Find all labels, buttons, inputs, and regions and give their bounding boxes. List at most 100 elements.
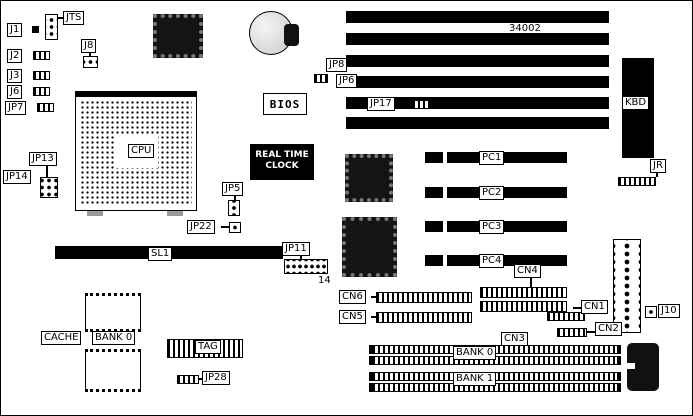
pci-slot-2-seg-b [447, 187, 567, 198]
leader-jp28 [199, 378, 202, 380]
label-pc1: PC1 [479, 151, 505, 165]
part-number-text: 34002 [509, 23, 541, 34]
label-jp17: JP17 [367, 97, 395, 111]
label-pc4: PC4 [479, 254, 505, 268]
connector-cn1 [547, 312, 585, 321]
leader-cn4 [530, 278, 532, 287]
chip-mid-2 [342, 217, 397, 277]
label-jp22: JP22 [187, 220, 215, 234]
label-cn3: CN3 [501, 332, 528, 346]
rtc-label-line1: REAL TIME [255, 150, 309, 160]
label-cn4: CN4 [514, 264, 541, 278]
keyboard-din-notch [627, 363, 635, 369]
chip-top [153, 14, 203, 58]
isa-slot-2 [346, 33, 609, 45]
cpu-socket-top-edge [76, 92, 196, 97]
isa-slot-4 [346, 76, 609, 88]
connector-jp11 [284, 259, 328, 274]
leader-jp5 [234, 196, 236, 200]
leader-jp13 [46, 166, 48, 177]
label-jp8: JP8 [326, 58, 348, 72]
connector-cn2 [557, 328, 587, 337]
leader-cn6 [371, 296, 376, 298]
cpu-socket-tab-right [167, 211, 183, 216]
label-j6: J6 [7, 85, 23, 99]
leader-jp11 [300, 256, 302, 259]
jp11-pin-count-text: 14 [318, 275, 331, 286]
label-tag: TAG [195, 340, 221, 354]
connector-j2 [33, 51, 50, 60]
label-jp5: JP5 [222, 182, 244, 196]
isa-slot-6 [346, 117, 609, 129]
pci-slot-4-seg-a [425, 255, 443, 266]
connector-jp28 [177, 375, 199, 384]
label-j10: J10 [658, 304, 680, 318]
connector-jp8 [314, 74, 328, 83]
label-jp28: JP28 [202, 371, 230, 385]
leader-j8 [89, 52, 91, 56]
pci-slot-2-seg-a [425, 187, 443, 198]
leader-jp22 [221, 226, 229, 228]
label-jp14: JP14 [3, 170, 31, 184]
label-bank1-simm: BANK 1 [453, 372, 497, 386]
bios-chip: BIOS [263, 93, 307, 115]
connector-jp22 [229, 222, 241, 233]
cache-chip-2 [85, 349, 141, 392]
chip-mid-1 [345, 154, 393, 202]
leader-jts [57, 17, 63, 19]
connector-cn6 [376, 292, 472, 303]
connector-jp7 [37, 103, 54, 112]
connector-j8 [83, 56, 98, 68]
pci-slot-3-seg-b [447, 221, 567, 232]
label-bank0-cache: BANK 0 [92, 331, 136, 345]
connector-jts [45, 14, 58, 40]
leader-jp17 [405, 103, 412, 105]
connector-jp17 [412, 100, 429, 109]
leader-cn5 [371, 316, 376, 318]
cpu-socket-tab-left [87, 211, 103, 216]
connector-cn5 [376, 312, 472, 323]
label-jp6: JP6 [336, 74, 358, 88]
isa-slot-5 [346, 97, 609, 109]
rtc-label-line2: CLOCK [265, 161, 299, 171]
bios-label: BIOS [269, 97, 301, 111]
label-jr: JR [650, 159, 666, 173]
connector-cn4-row1 [480, 287, 567, 298]
connector-j1 [32, 26, 39, 33]
pci-slot-1-seg-a [425, 152, 443, 163]
rtc-chip: REAL TIME CLOCK [250, 144, 314, 180]
label-cache: CACHE [41, 331, 82, 345]
connector-jr [618, 177, 656, 186]
label-jp11: JP11 [282, 242, 310, 256]
label-cpu: CPU [128, 144, 155, 158]
label-j2: J2 [7, 49, 23, 63]
connector-cn4-row2 [480, 301, 567, 312]
leader-cn1 [573, 307, 581, 309]
pci-slot-1-seg-b [447, 152, 567, 163]
power-connector [613, 239, 641, 333]
label-sl1: SL1 [148, 247, 173, 261]
label-cn6: CN6 [339, 290, 366, 304]
leader-jr [656, 173, 658, 177]
pci-slot-3-seg-a [425, 221, 443, 232]
leader-cn2 [587, 331, 595, 333]
label-kbd: KBD [622, 96, 650, 110]
connector-jp5 [228, 200, 240, 216]
label-cn5: CN5 [339, 310, 366, 324]
isa-slot-3 [346, 55, 609, 67]
label-jp13: JP13 [29, 152, 57, 166]
pci-slot-4-seg-b [447, 255, 567, 266]
label-cn1: CN1 [581, 300, 608, 314]
battery-clip [284, 24, 299, 46]
label-pc3: PC3 [479, 220, 505, 234]
connector-j6 [33, 87, 50, 96]
label-j1: J1 [7, 23, 23, 37]
connector-j10 [645, 306, 657, 318]
label-bank0-simm: BANK 0 [453, 346, 497, 360]
isa-slot-1 [346, 11, 609, 23]
label-jp7: JP7 [5, 101, 27, 115]
label-jts: JTS [63, 11, 85, 25]
label-j3: J3 [7, 69, 23, 83]
cache-chip-1 [85, 293, 141, 332]
